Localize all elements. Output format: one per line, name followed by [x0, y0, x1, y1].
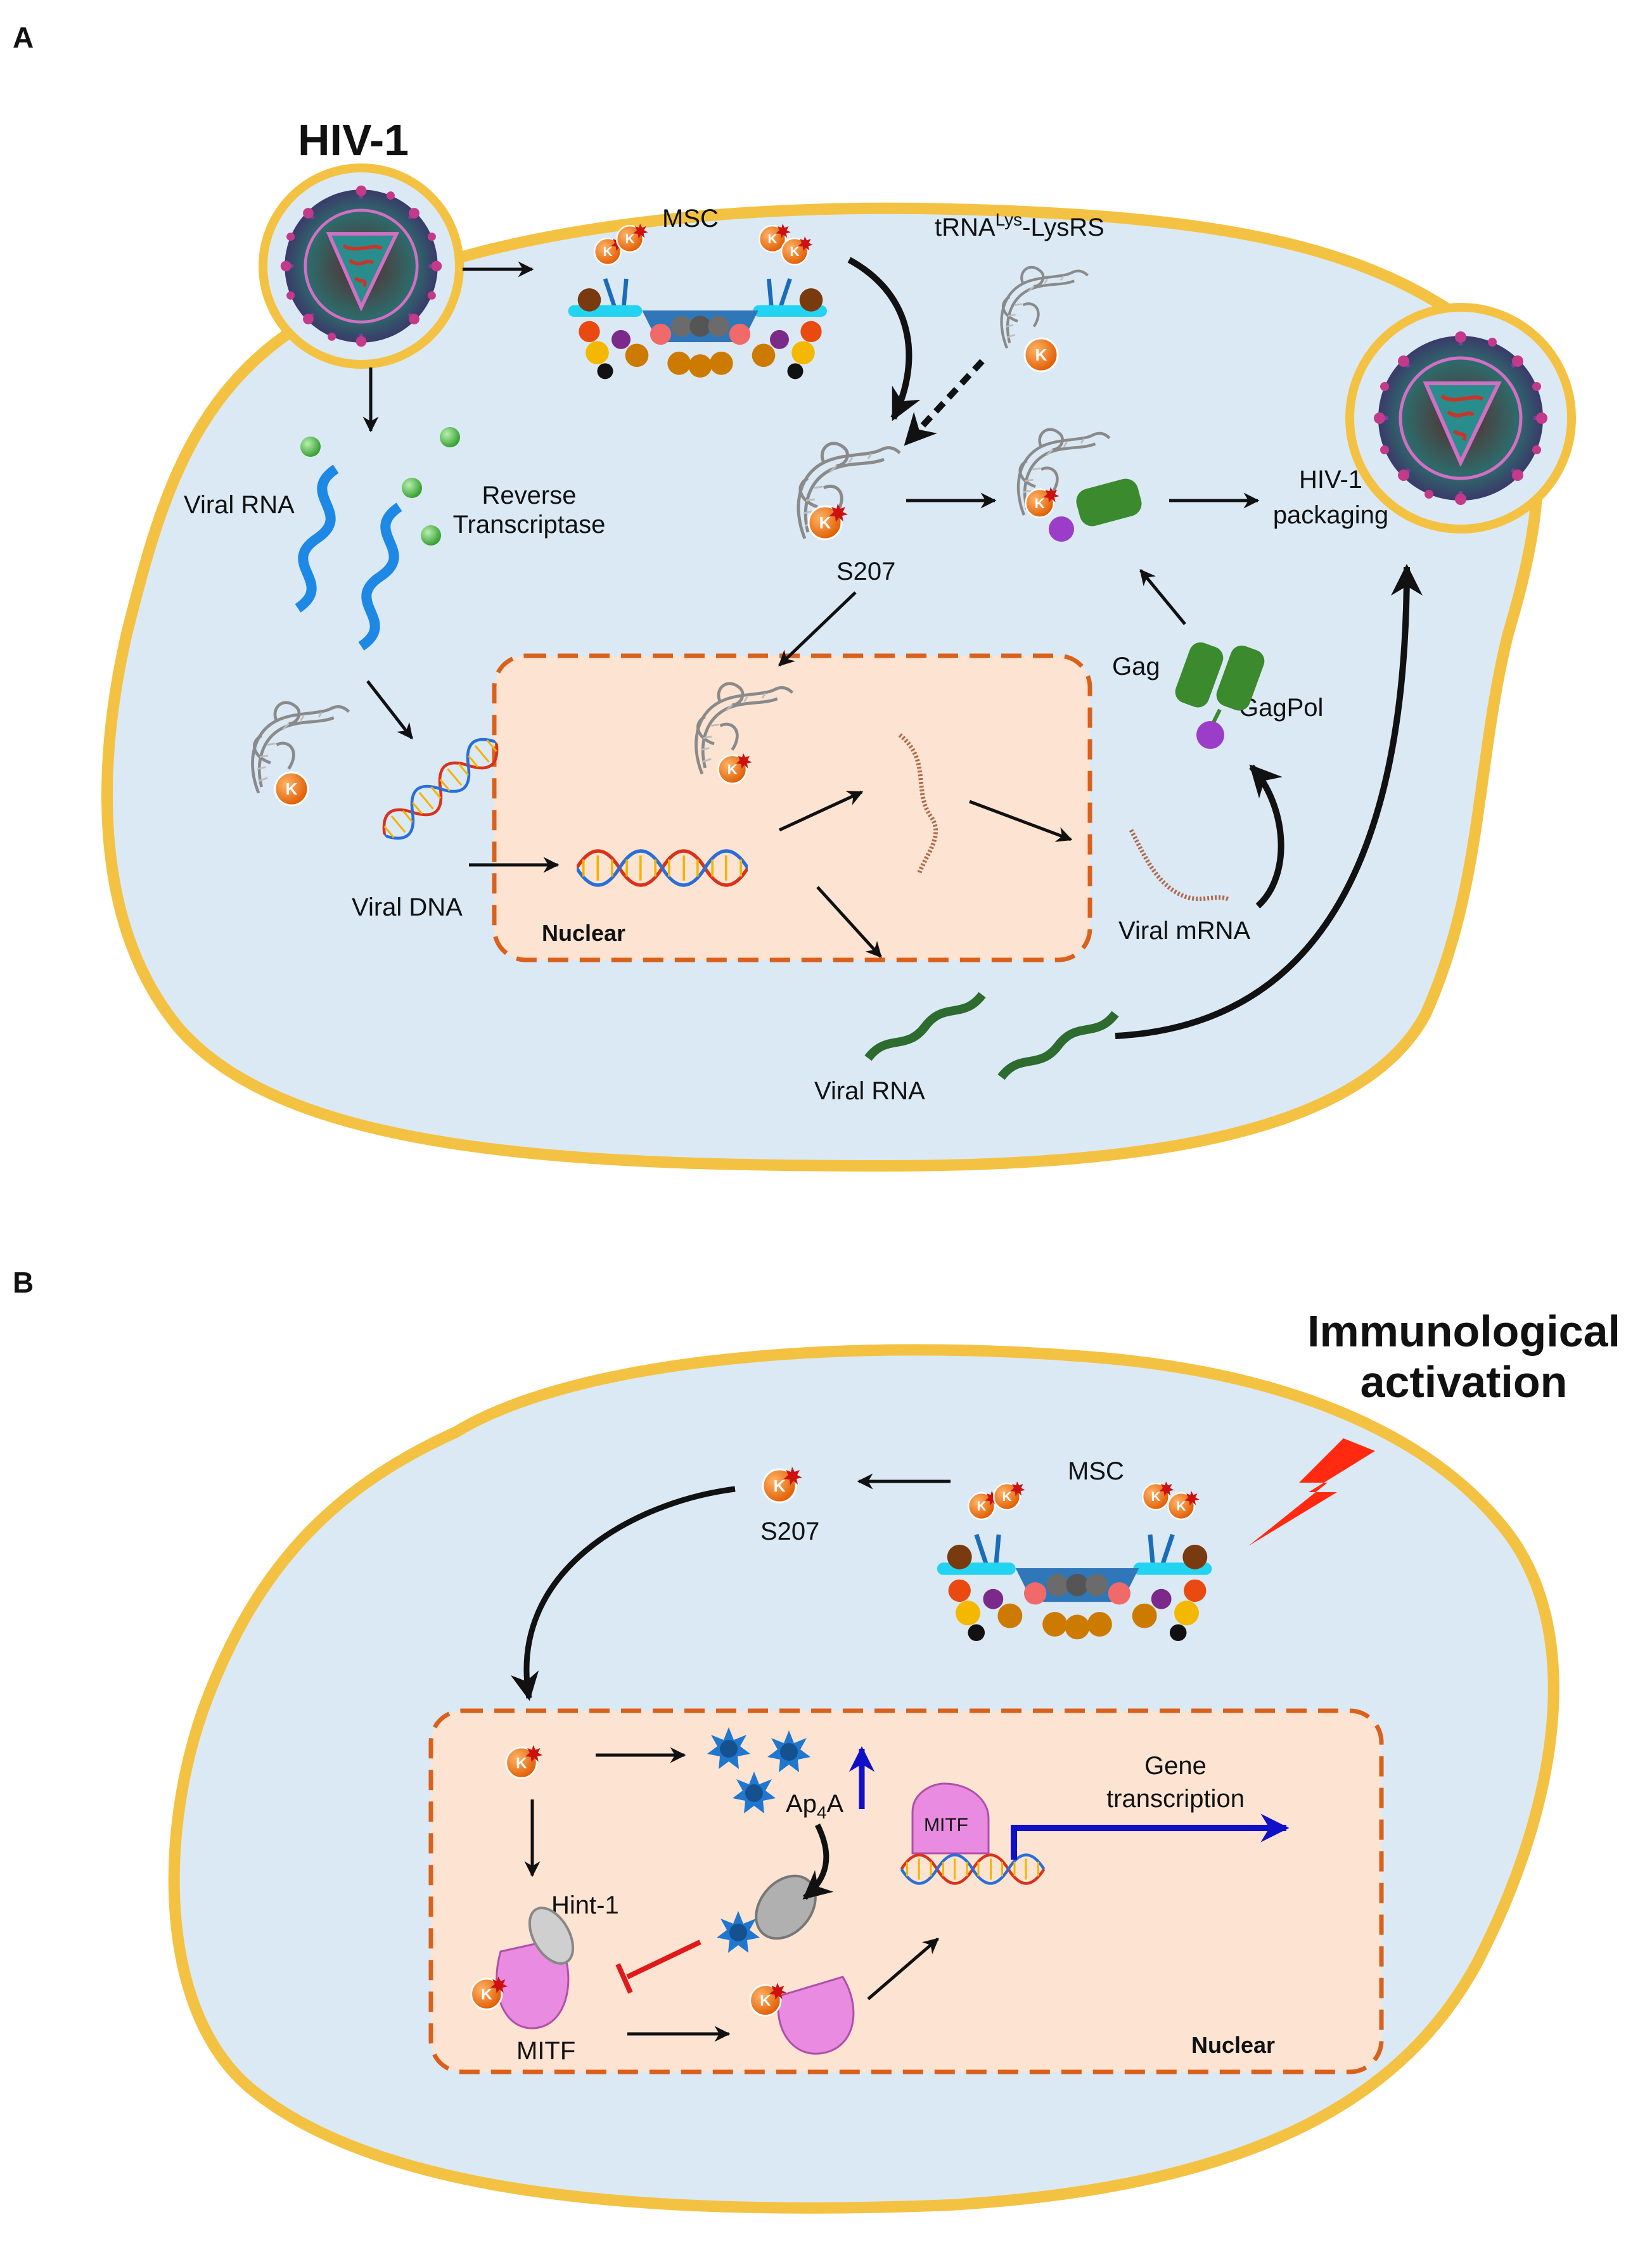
- viral-rna-green: [997, 1011, 1119, 1080]
- entering-virion-icon: [281, 186, 442, 347]
- lightning-icon: [1248, 1438, 1375, 1546]
- pol-domain: [1196, 721, 1224, 749]
- nucleus-b: [428, 1708, 1384, 2074]
- rt-particle: [440, 427, 460, 447]
- mrna-transcript: [898, 733, 938, 876]
- ap4a-label: Ap4A: [786, 1790, 844, 1822]
- viral-dna-label: Viral DNA: [352, 893, 463, 921]
- transcription-arrow: [1011, 1813, 1290, 1860]
- arrows-a: [362, 257, 1423, 1039]
- viral-mrna-strand: [1129, 829, 1231, 902]
- pol-domain: [1049, 516, 1074, 542]
- viral-rna-green: [864, 992, 986, 1061]
- k-ball: [274, 771, 309, 807]
- rt-particle: [402, 478, 422, 498]
- panel-a-letter: A: [13, 21, 34, 54]
- viral-rna-strand: [295, 464, 339, 613]
- gag-label: Gag: [1112, 653, 1160, 681]
- s207-label-a: S207: [836, 558, 895, 585]
- s207-label-b: S207: [760, 1518, 819, 1545]
- rt-particle: [421, 525, 441, 546]
- gag-cylinder: [1076, 478, 1142, 527]
- nuclear-label-a: Nuclear: [542, 920, 625, 946]
- arrows-b: [510, 1473, 951, 2042]
- gagpol-protein: [1216, 645, 1265, 711]
- rt-particle: [300, 437, 321, 457]
- viral-rna-strand: [358, 502, 402, 651]
- msc-label-b: MSC: [1068, 1457, 1124, 1485]
- panel-b-letter: B: [13, 1266, 34, 1299]
- inhibition-bar: [615, 1963, 633, 1994]
- budding-virion-icon: [1374, 331, 1547, 505]
- nuclear-label-b: Nuclear: [1191, 2032, 1275, 2058]
- hiv1-title: HIV-1: [298, 115, 409, 165]
- viral-rna-label-top: Viral RNA: [184, 491, 295, 519]
- free-mitf-protein: [777, 1976, 855, 2055]
- gag-protein: [1175, 642, 1224, 708]
- hint1-protein: [528, 1907, 575, 1965]
- nucleus-a: [492, 653, 1092, 962]
- mitf-on-dna: [911, 1782, 990, 1855]
- k-ball: [1023, 337, 1059, 373]
- viral-mrna-label: Viral mRNA: [1118, 917, 1251, 945]
- mitf-label: MITF: [516, 2037, 575, 2065]
- mitf-dna-label: MITF: [924, 1815, 968, 1836]
- viral-rna-label-bottom: Viral RNA: [814, 1077, 925, 1105]
- msc-label-a: MSC: [662, 205, 719, 233]
- gagpol-linker: [1212, 708, 1222, 724]
- inhibition-line: [626, 1939, 701, 1979]
- hint1-label: Hint-1: [551, 1891, 619, 1919]
- gagpol-label: GagPol: [1239, 694, 1323, 722]
- trna-lysrs-label: tRNALys-LysRS: [935, 210, 1105, 241]
